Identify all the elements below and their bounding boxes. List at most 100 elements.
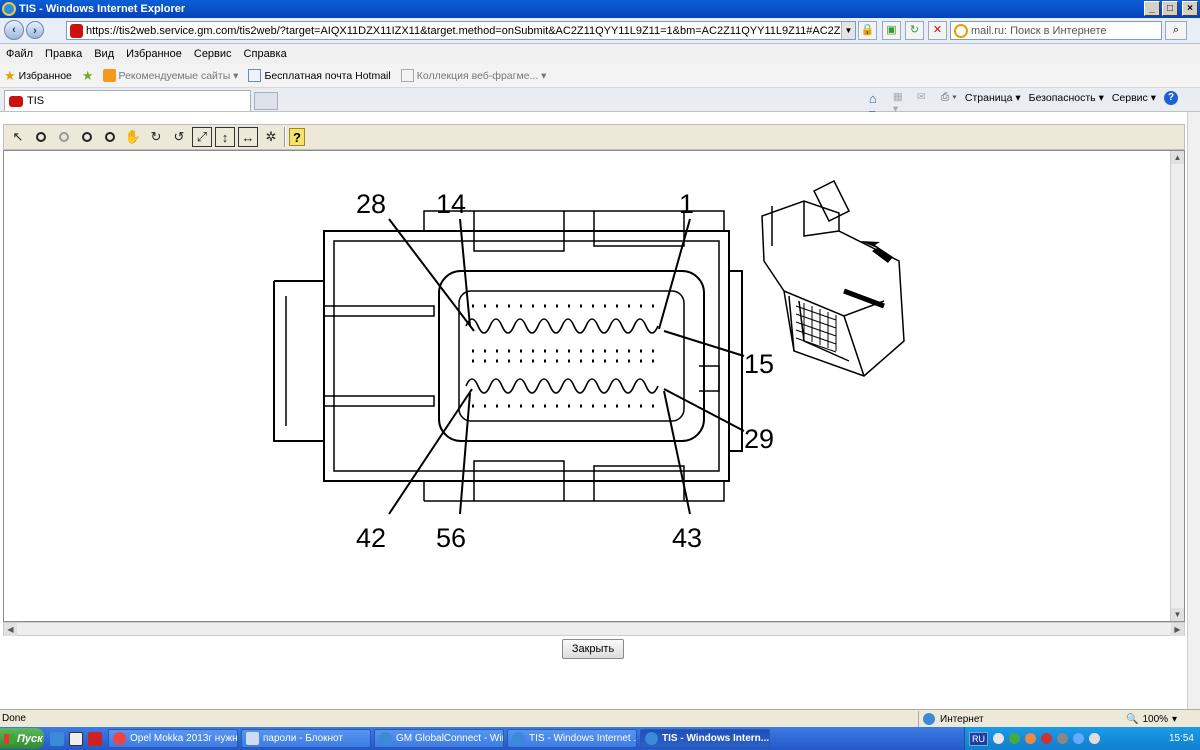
add-favorite-button[interactable]: ★ (82, 69, 97, 82)
scroll-down-icon[interactable]: ▼ (1171, 608, 1184, 621)
star-icon: ★ (4, 68, 16, 83)
fit-all-icon[interactable]: ⤢ (192, 127, 212, 147)
viewer-help-icon[interactable]: ? (289, 128, 305, 146)
refresh-icon[interactable]: ↻ (905, 21, 924, 40)
fav-hotmail[interactable]: Бесплатная почта Hotmail (248, 69, 391, 82)
scroll-right-icon[interactable]: ▶ (1171, 623, 1184, 636)
taskbar-item-tis-2[interactable]: TIS - Windows Intern... (640, 729, 770, 748)
toolbar-separator (284, 127, 286, 147)
compatibility-icon[interactable]: ▣ (882, 21, 901, 40)
pin-cavity-area (438, 270, 705, 442)
stop-icon[interactable]: ✕ (928, 21, 947, 40)
tray-icon[interactable] (1041, 733, 1052, 744)
page-menu[interactable]: Страница ▾ (964, 92, 1021, 104)
start-button[interactable]: Пуск (0, 728, 44, 749)
search-placeholder: mail.ru: Поиск в Интернете (971, 24, 1107, 37)
zoom-control[interactable]: 🔍 100% ▾ (1126, 711, 1177, 727)
taskbar-item-label: TIS - Windows Intern... (662, 733, 770, 744)
ie-icon (379, 732, 392, 745)
fav-web-slices[interactable]: Коллекция веб-фрагме... ▾ (400, 69, 546, 82)
clock: 15:54 (1168, 733, 1194, 744)
leader-lines (388, 218, 745, 515)
page-scrollbar[interactable] (1187, 112, 1200, 709)
maximize-button[interactable]: □ (1162, 1, 1178, 16)
ie-quicklaunch-icon[interactable] (50, 731, 64, 746)
taskbar-item-opel[interactable]: Opel Mokka 2013г нужн... (108, 729, 238, 748)
favorites-button[interactable]: ★ Избранное (4, 69, 72, 82)
taskbar-item-label: Opel Mokka 2013г нужн... (130, 733, 238, 744)
favorites-label: Избранное (18, 69, 72, 82)
scroll-left-icon[interactable]: ◀ (4, 623, 17, 636)
select-arrow-icon[interactable]: ↖ (12, 129, 24, 144)
pin-label-1: 1 (679, 189, 694, 219)
minimize-button[interactable]: _ (1144, 1, 1160, 16)
search-field[interactable]: mail.ru: Поиск в Интернете (950, 21, 1162, 40)
menu-file[interactable]: Файл (6, 48, 34, 60)
mail-icon[interactable]: ✉ (916, 91, 926, 103)
pin-row-top (465, 318, 659, 334)
help-icon[interactable]: ? (1164, 91, 1178, 105)
close-window-button[interactable]: × (1182, 1, 1198, 16)
home-icon[interactable]: ⌂ ▾ (868, 91, 877, 121)
ie-logo-icon (2, 2, 16, 16)
tray-icon[interactable] (1009, 733, 1020, 744)
menu-help[interactable]: Справка (243, 48, 287, 60)
volume-icon[interactable] (1089, 733, 1100, 744)
app-quicklaunch-icon[interactable] (88, 731, 102, 746)
address-field[interactable]: https://tis2web.service.gm.com/tis2web/?… (66, 21, 856, 40)
taskbar-item-gm-global[interactable]: GM GlobalConnect - Win... (374, 729, 504, 748)
diagram-viewport[interactable]: 28 14 1 15 29 42 56 43 ▲ ▼ (3, 150, 1185, 622)
language-indicator[interactable]: RU (969, 731, 988, 746)
highlight-icon[interactable]: ✲ (265, 129, 277, 144)
menu-favorites[interactable]: Избранное (126, 48, 182, 60)
menu-tools[interactable]: Сервис (193, 48, 232, 60)
horizontal-scrollbar[interactable]: ◀ ▶ (3, 622, 1185, 636)
tray-icon[interactable] (993, 733, 1004, 744)
address-dropdown-icon[interactable]: ▼ (841, 22, 855, 39)
zoom-window-icon[interactable] (100, 127, 120, 147)
fit-width-icon[interactable]: ↔ (238, 127, 258, 147)
fav-hotmail-label: Бесплатная почта Hotmail (264, 69, 391, 82)
feeds-icon[interactable]: ▦ ▾ (892, 91, 903, 115)
safety-menu[interactable]: Безопасность ▾ (1028, 92, 1104, 104)
rotate-cw-icon[interactable]: ↻ (150, 129, 162, 144)
scroll-up-icon[interactable]: ▲ (1171, 151, 1184, 164)
back-button[interactable]: ‹ (4, 20, 24, 40)
zoom-icon[interactable] (77, 127, 97, 147)
start-label: Пуск (17, 732, 43, 745)
web-slice-icon (400, 69, 414, 82)
search-go-icon[interactable]: ⌕ (1165, 21, 1187, 40)
pan-hand-icon[interactable]: ✋ (124, 129, 142, 144)
connector-housing-outline (323, 230, 730, 482)
tab-tis[interactable]: TIS (4, 90, 251, 111)
close-button[interactable]: Закрыть (562, 639, 624, 659)
taskbar-item-notepad[interactable]: пароли - Блокнот (241, 729, 371, 748)
taskbar-item-tis-1[interactable]: TIS - Windows Internet ... (507, 729, 637, 748)
zoom-in-icon[interactable] (31, 127, 51, 147)
suggested-sites-icon (102, 69, 116, 82)
menu-edit[interactable]: Правка (45, 48, 83, 60)
notepad-icon (246, 732, 259, 745)
rotate-ccw-icon[interactable]: ↺ (173, 129, 185, 144)
mailru-search-icon (954, 23, 968, 38)
fav-suggested-sites[interactable]: Рекомендуемые сайты ▾ (102, 69, 238, 82)
pin-label-56: 56 (436, 523, 466, 553)
zoom-dropdown-icon[interactable]: ▾ (1172, 713, 1178, 725)
status-bar: Done Интернет 🔍 100% ▾ (0, 709, 1200, 727)
vertical-scrollbar[interactable]: ▲ ▼ (1170, 151, 1184, 621)
site-favicon-icon (70, 23, 83, 38)
tools-menu[interactable]: Сервис ▾ (1111, 92, 1156, 104)
fit-height-icon[interactable]: ↕ (215, 127, 235, 147)
tray-icon[interactable] (1025, 733, 1036, 744)
tray-icon[interactable] (1073, 733, 1084, 744)
zoom-out-icon[interactable] (54, 127, 74, 147)
menu-view[interactable]: Вид (94, 48, 115, 60)
print-icon[interactable]: ⎙ ▾ (940, 91, 957, 103)
lock-icon[interactable]: 🔒 (858, 21, 877, 40)
tray-icon[interactable] (1057, 733, 1068, 744)
desktop-quicklaunch-icon[interactable] (69, 731, 83, 746)
globe-icon (923, 713, 935, 725)
new-tab-button[interactable] (254, 92, 278, 110)
security-zone: Интернет (918, 711, 1090, 727)
forward-button[interactable]: › (26, 21, 44, 39)
